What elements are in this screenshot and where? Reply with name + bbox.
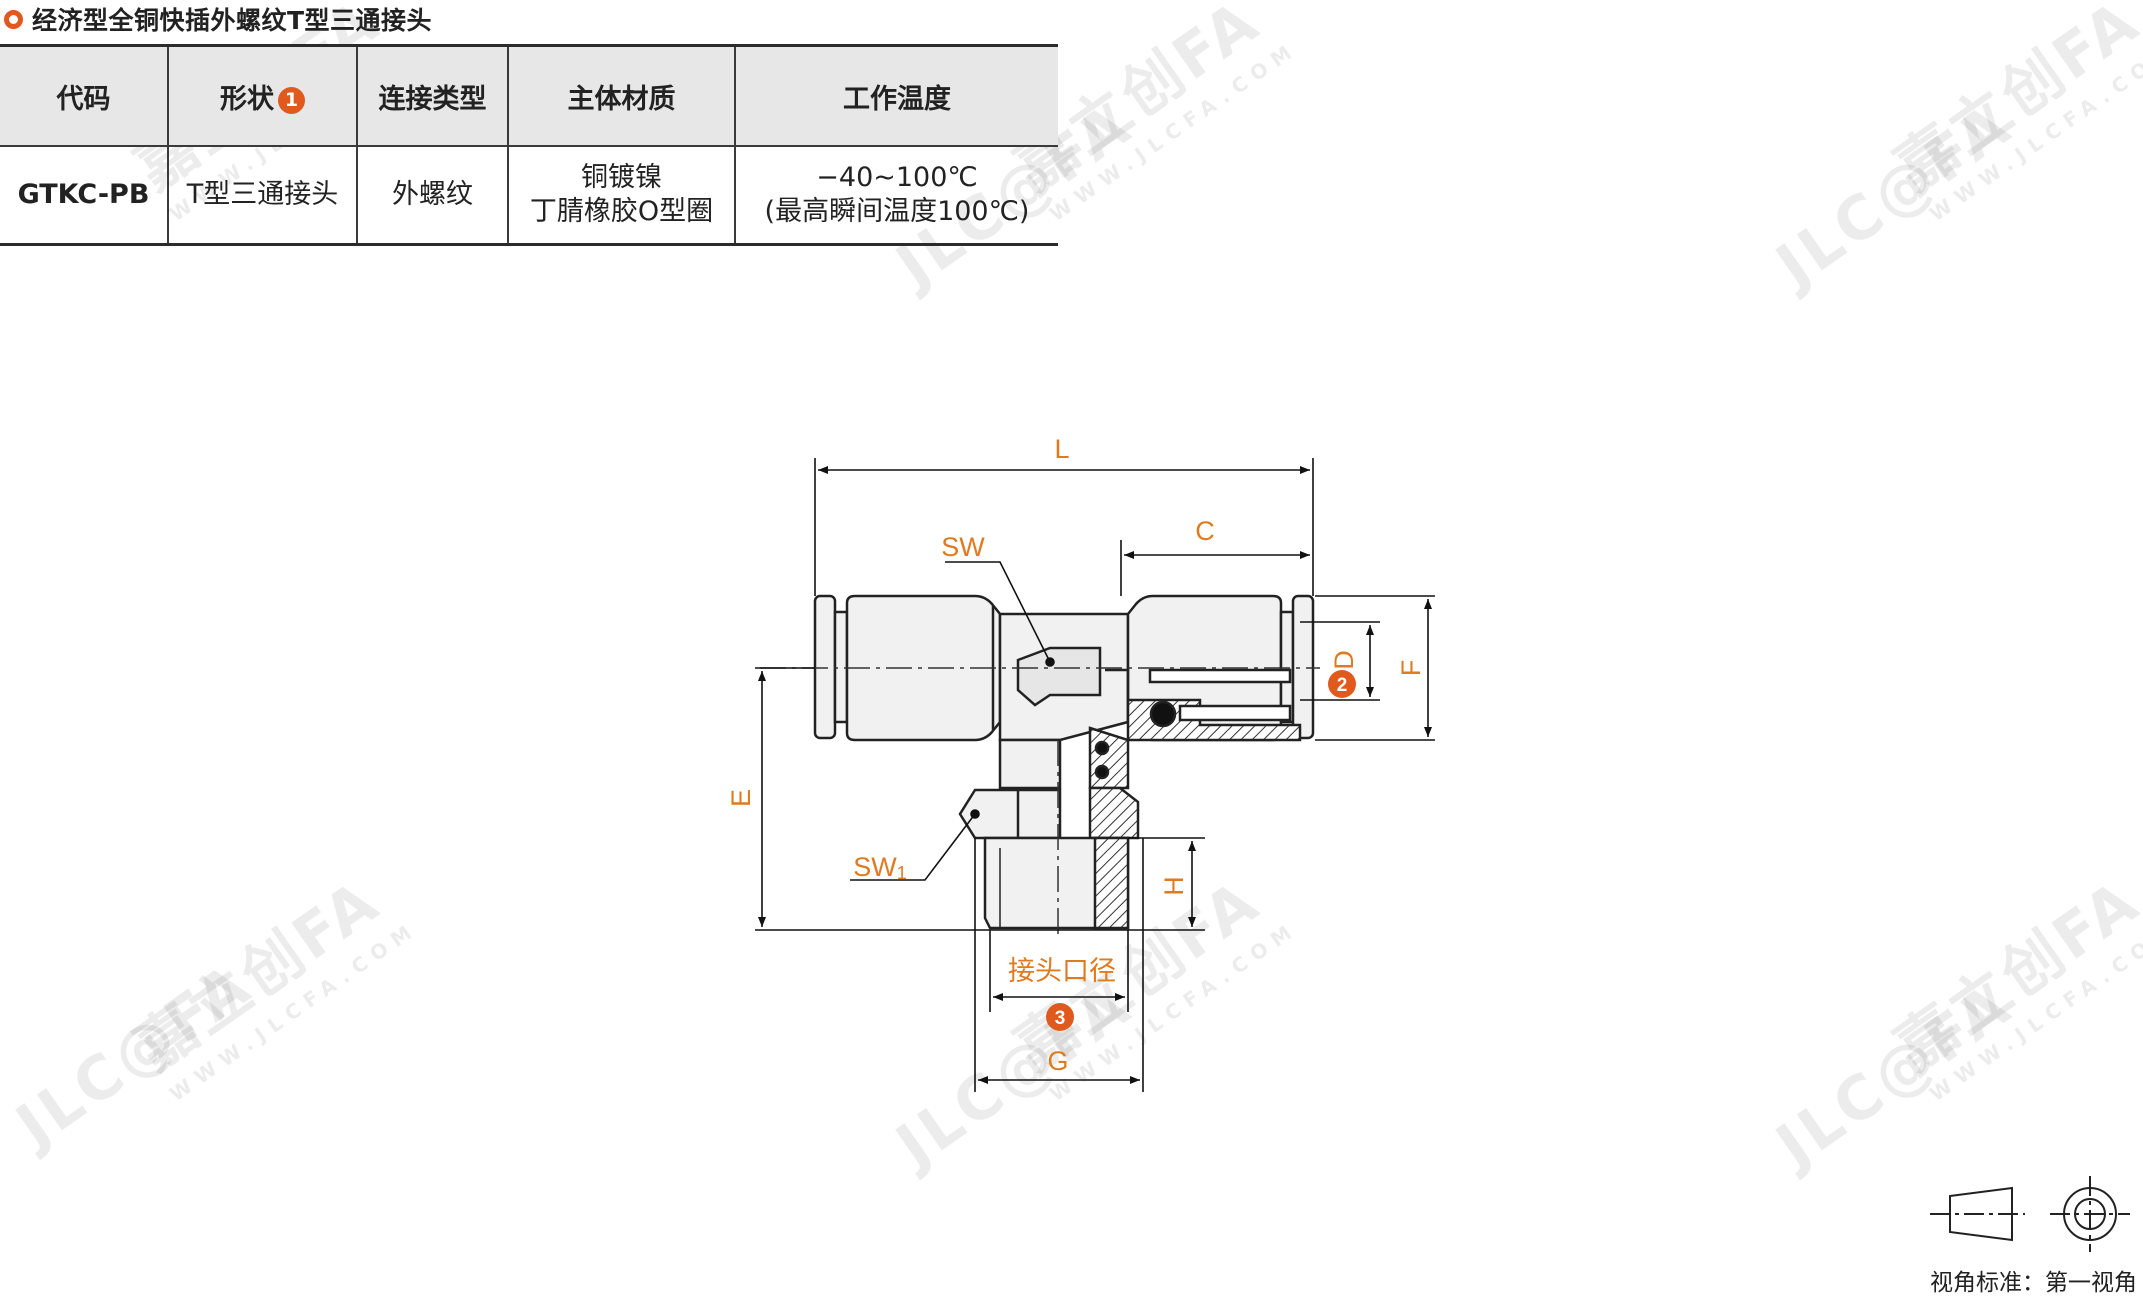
right-collet [1291, 594, 1315, 740]
temp-line1: −40~100℃ [816, 162, 978, 193]
stem-upper [998, 738, 1062, 790]
sw-leader-dot [1045, 657, 1055, 667]
left-collet [813, 594, 837, 740]
projection-cone [1949, 1186, 2013, 1242]
projection-symbol-icon [1930, 1176, 2130, 1252]
label-E: E [726, 789, 756, 807]
sw1-leader [850, 813, 976, 881]
header-shape-label: 形状 [220, 83, 274, 115]
sw-leader [945, 561, 1051, 663]
projection-inner-circle [2074, 1198, 2106, 1230]
thread-section [1093, 836, 1130, 930]
title-text: 经济型全铜快插外螺纹T型三通接头 [32, 6, 433, 35]
note-badge-D [1328, 670, 1356, 698]
header-temperature: 工作温度 [734, 45, 1058, 147]
label-SW1: SW1 [853, 852, 907, 883]
label-port: 接头口径 [1008, 956, 1116, 986]
note-badge-port-text: 3 [1055, 1008, 1066, 1029]
temp-line2: (最高瞬间温度100℃) [764, 196, 1030, 227]
sw-flat [1016, 646, 1102, 707]
projection-outer-circle [2063, 1187, 2117, 1241]
collet-teeth [1178, 704, 1292, 722]
cell-temperature: −40~100℃ (最高瞬间温度100℃) [734, 146, 1058, 245]
note-badge-port [1046, 1003, 1074, 1031]
label-SW: SW [941, 532, 985, 562]
table-row: GTKC-PB T型三通接头 外螺纹 铜镀镍 丁腈橡胶O型圈 −40~100℃ … [0, 146, 1058, 245]
o-ring [1149, 700, 1177, 728]
label-L: L [1054, 434, 1069, 464]
label-SW1-main: SW [853, 852, 897, 882]
hex-nut-section [1088, 786, 1140, 840]
section-title: 经济型全铜快插外螺纹T型三通接头 [0, 0, 432, 38]
cell-material: 铜镀镍 丁腈橡胶O型圈 [507, 146, 735, 245]
cell-code: GTKC-PB [17, 179, 150, 210]
ring-bullet-icon [4, 9, 23, 29]
material-line2: 丁腈橡胶O型圈 [529, 196, 714, 227]
cell-connection: 外螺纹 [356, 146, 508, 245]
stem-oring-1 [1094, 740, 1110, 756]
label-SW1-sub: 1 [897, 863, 907, 883]
header-material: 主体材质 [507, 45, 735, 147]
label-F: F [1396, 660, 1426, 677]
label-D: D [1329, 650, 1359, 670]
stem-section [1088, 726, 1130, 790]
material-line1: 铜镀镍 [581, 162, 662, 193]
tube-slot [1148, 668, 1292, 684]
note-badge: 1 [278, 86, 305, 114]
label-C: C [1195, 516, 1215, 546]
note-badge-D-text: 2 [1337, 675, 1348, 696]
label-G: G [1047, 1046, 1068, 1076]
sw1-leader-dot [970, 809, 980, 819]
dimension-lines [755, 458, 1435, 1092]
cell-shape: T型三通接头 [167, 146, 357, 245]
left-collet-neck [833, 610, 849, 724]
header-code: 代码 [0, 45, 168, 147]
view-angle-label: 视角标准：第一视角 [1930, 1270, 2137, 1296]
stem-oring-2 [1094, 764, 1110, 780]
center-lines [760, 667, 1320, 940]
part-body [813, 594, 1315, 930]
label-H: H [1159, 876, 1189, 896]
header-connection: 连接类型 [356, 45, 508, 147]
